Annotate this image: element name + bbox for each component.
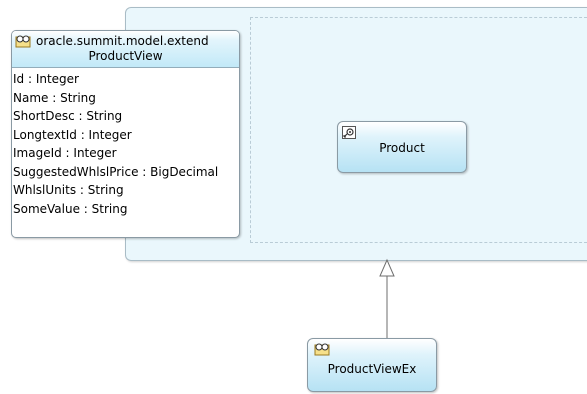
view-object-extension-node[interactable]: ProductViewEx — [307, 338, 437, 392]
attribute-item[interactable]: ShortDesc : String — [13, 109, 123, 123]
view-object-glasses-icon — [15, 35, 31, 48]
generalization-arrowhead-icon — [379, 258, 395, 277]
attribute-item[interactable]: SuggestedWhlslPrice : BigDecimal — [13, 164, 219, 179]
view-object-productview[interactable]: oracle.summit.model.extend ProductView I… — [11, 30, 240, 238]
entity-gear-icon — [342, 126, 356, 139]
view-object-header: oracle.summit.model.extend ProductView — [12, 31, 239, 68]
view-object-glasses-icon — [314, 343, 330, 356]
attribute-item[interactable]: LongtextId : Integer — [13, 127, 132, 142]
entity-usage-area — [250, 17, 587, 243]
attribute-list: Id : Integer Name : String ShortDesc : S… — [12, 68, 239, 218]
attribute-item[interactable]: ImageId : Integer — [13, 146, 117, 160]
entity-product-node[interactable]: Product — [337, 121, 467, 173]
view-object-package-name: oracle.summit.model.extend — [36, 34, 209, 48]
attribute-item[interactable]: WhlslUnits : String — [13, 183, 124, 197]
attribute-item[interactable]: Id : Integer — [13, 72, 79, 86]
entity-product-label: Product — [379, 141, 425, 155]
view-object-name: ProductView — [88, 49, 163, 63]
attribute-item[interactable]: Name : String — [13, 90, 96, 105]
extension-label: ProductViewEx — [327, 362, 417, 376]
attribute-item[interactable]: SomeValue : String — [13, 201, 128, 216]
